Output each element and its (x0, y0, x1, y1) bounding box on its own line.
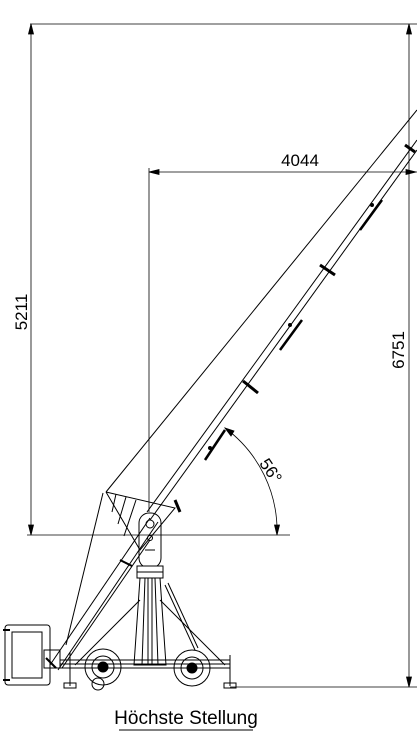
boom-rail-2 (278, 319, 304, 351)
dim-label-6751: 6751 (389, 331, 408, 369)
boom-rail-1 (203, 429, 227, 461)
column-inner-right (154, 577, 159, 666)
crane-column (59, 577, 237, 689)
wheel-left-outer (84, 648, 122, 686)
leg-right (159, 599, 226, 666)
boom-rail-3 (358, 199, 384, 231)
brace-right-2 (167, 582, 199, 649)
angle-arc (224, 427, 278, 536)
wheel-left-hub (97, 661, 109, 673)
boom-clamp-1 (173, 499, 182, 513)
dim-5211-arrow-bottom (27, 524, 35, 536)
wheel-right-hub (186, 662, 198, 674)
truss-strut-1 (111, 493, 117, 513)
rear-plate-2 (119, 559, 133, 567)
boom-clamp-3 (319, 263, 336, 277)
dim-4044-arrow-left (148, 168, 160, 176)
boom-upper-chord (105, 109, 417, 493)
dimension-lines (27, 23, 417, 688)
pivot-head (136, 512, 164, 579)
small-wheel (91, 677, 105, 691)
dim-6751-arrow-bottom (405, 676, 413, 688)
angle-label: 56° (255, 455, 285, 487)
truss-strut-2 (117, 496, 127, 525)
boom-rear-arm-upper (49, 517, 151, 666)
rear-plate-1 (45, 657, 57, 669)
dim-4044-arrow-right (405, 168, 417, 176)
pivot-bolt-top (145, 519, 155, 529)
dim-label-4044: 4044 (281, 151, 319, 170)
box-panel (11, 631, 43, 679)
boom-truss-frame (105, 491, 176, 551)
caption: Höchste Stellung (114, 708, 258, 729)
jack-left-foot (63, 682, 77, 689)
column-body (133, 577, 167, 666)
boom-lower-chord (146, 139, 417, 513)
wheel-left-rim (91, 655, 115, 679)
boom-bolt-3 (370, 203, 374, 207)
boom-rear-arm-inner (61, 539, 151, 669)
crane-boom (45, 109, 417, 671)
dim-6751-arrow-top (405, 23, 413, 35)
boom-clamp-2 (242, 379, 259, 395)
boom-rear-arm-lower (57, 521, 159, 671)
box-mount (43, 649, 61, 669)
box-frame (4, 624, 51, 686)
column-inner-left (141, 577, 146, 666)
counterweight-box (3, 624, 61, 686)
pivot-bolt-middle (147, 535, 153, 541)
dim-label-5211: 5211 (12, 294, 31, 331)
jack-right-foot (223, 682, 237, 689)
brace-right (164, 584, 196, 651)
truss-strut-3 (123, 499, 137, 537)
wheel-right-outer (173, 649, 211, 687)
angle-arrow-bottom (273, 524, 281, 536)
boom-clamp-4 (404, 143, 416, 154)
angle-arrow-top (223, 427, 235, 437)
dim-5211-arrow-top (27, 23, 35, 35)
boom-bolt-2 (288, 323, 292, 327)
crane-wheels (84, 648, 211, 691)
support-cable (65, 492, 104, 646)
boom-bolt-1 (208, 446, 212, 450)
wheel-right-rim (180, 656, 204, 680)
leg-left (74, 599, 141, 666)
